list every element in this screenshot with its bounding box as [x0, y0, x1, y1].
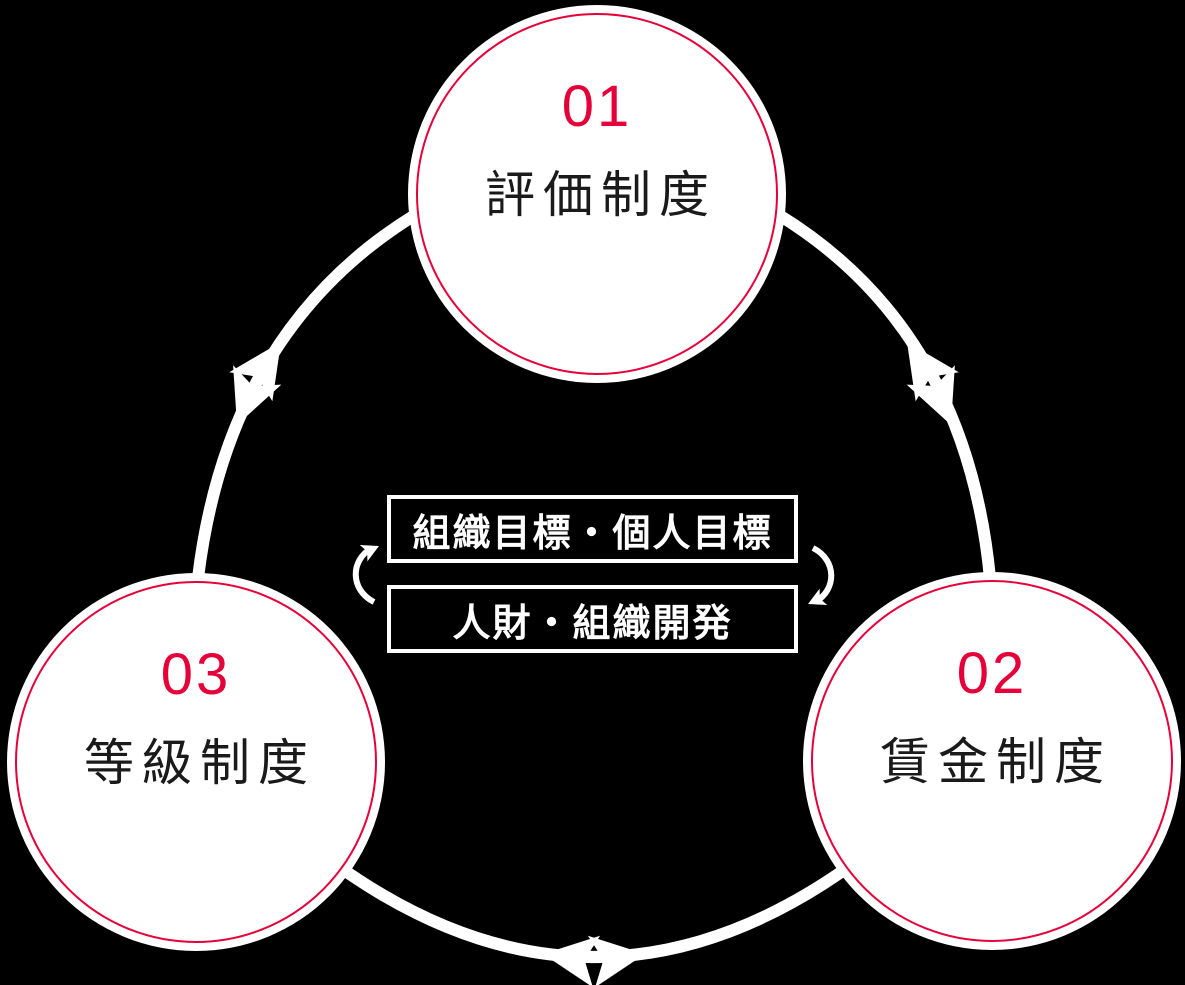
center-box-goals: 組織目標・個人目標 [387, 495, 798, 563]
node-01-number: 01 [561, 74, 633, 139]
node-circle-02: 02 賃金制度 [803, 572, 1181, 950]
node-circle-01: 01 評価制度 [408, 5, 786, 383]
arrowhead-down-toward-02-icon [906, 365, 955, 425]
center-box-development-label: 人財・組織開発 [452, 602, 733, 645]
arrowhead-right-toward-02-icon [587, 935, 645, 985]
center-cycle-arc-left [352, 545, 376, 605]
arc-02-to-01 [775, 209, 996, 579]
node-03-red-ring [15, 581, 377, 943]
center-box-development: 人財・組織開発 [387, 585, 798, 653]
arc-03-to-01 [192, 209, 419, 579]
node-03-number: 03 [160, 642, 232, 707]
center-arrowhead-down-icon [808, 588, 828, 605]
node-01-label: 評価制度 [485, 167, 717, 223]
arrowhead-left-toward-03-icon [543, 935, 601, 985]
node-02-number: 02 [956, 641, 1028, 706]
node-03-label: 等級制度 [84, 735, 316, 791]
node-02-label: 賃金制度 [880, 734, 1112, 790]
node-circle-03: 03 等級制度 [7, 573, 385, 951]
center-cycle-arc-right [811, 545, 835, 605]
node-02-red-ring [811, 580, 1173, 942]
node-01-red-ring [416, 13, 778, 375]
arc-03-to-02 [337, 863, 851, 963]
center-box-goals-label: 組織目標・個人目標 [412, 512, 773, 555]
arrowhead-down-toward-03-icon [233, 365, 282, 425]
center-arrowhead-up-icon [359, 545, 379, 562]
